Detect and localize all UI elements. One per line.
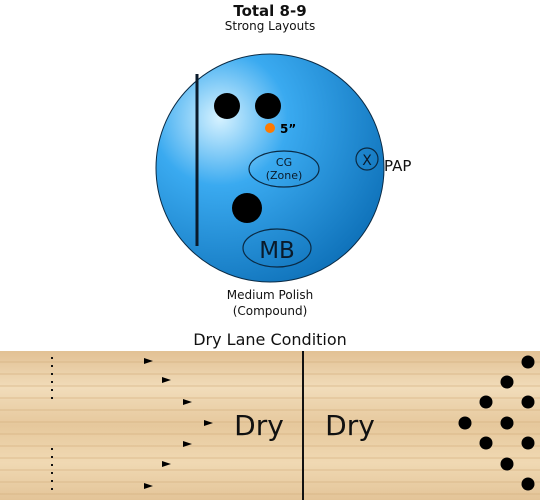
pap-x-symbol: X [362, 153, 372, 169]
zone-right-label: Dry [325, 409, 375, 442]
arrow-marker [183, 399, 192, 405]
pap-label: PAP [384, 157, 411, 175]
bowling-lane: Dry Dry [0, 351, 540, 500]
arrow-marker [162, 377, 171, 383]
pin [458, 416, 472, 430]
zone-left-label: Dry [234, 409, 284, 442]
bowling-ball: 5” CG (Zone) X PAP MB [155, 53, 411, 283]
pin-deck [458, 355, 535, 491]
lane-surface [0, 351, 540, 500]
thumb-hole [232, 193, 262, 223]
pin [521, 355, 535, 369]
pin [479, 395, 493, 409]
finger-hole-left [214, 93, 240, 119]
layout-title: Total 8-9 [233, 2, 307, 20]
pin [500, 457, 514, 471]
surface-line2: (Compound) [233, 304, 308, 318]
arrow-marker [183, 441, 192, 447]
pin-dot [265, 123, 275, 133]
target-arrows [144, 358, 213, 489]
pap-marker [355, 147, 379, 171]
pin [479, 436, 493, 450]
arrow-marker [144, 358, 153, 364]
surface-line1: Medium Polish [227, 288, 313, 302]
cg-zone-ellipse [248, 150, 320, 188]
arrow-marker [162, 461, 171, 467]
pin [521, 436, 535, 450]
cg-label: CG [276, 156, 292, 169]
pin [500, 375, 514, 389]
arrow-marker [204, 420, 213, 426]
pin [500, 416, 514, 430]
mass-bias-ellipse [242, 228, 312, 268]
mb-label: MB [259, 238, 295, 264]
lane-board-lines [0, 361, 540, 495]
pin [521, 477, 535, 491]
pin-distance-label: 5” [280, 122, 296, 136]
lane-title: Dry Lane Condition [193, 330, 347, 349]
zone-label: (Zone) [266, 169, 303, 182]
pin [521, 395, 535, 409]
finger-hole-right [255, 93, 281, 119]
arrow-marker [144, 483, 153, 489]
ball-body [155, 53, 385, 283]
layout-subtitle: Strong Layouts [224, 19, 316, 33]
